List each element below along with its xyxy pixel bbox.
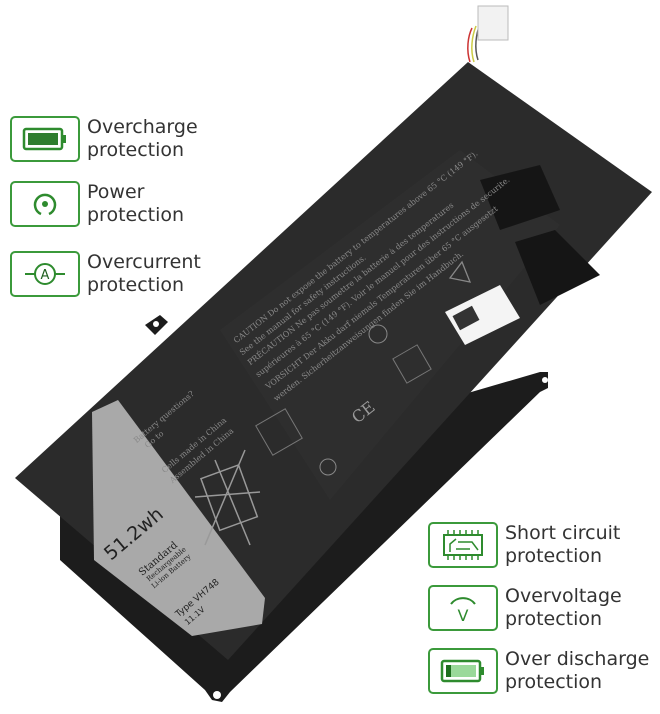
circuit-board-icon (428, 522, 498, 568)
barcode-sticker (445, 285, 520, 345)
feature-title: Overcurrent (87, 251, 201, 273)
feature-subtitle: protection (505, 545, 603, 567)
feature-subtitle: protection (87, 204, 185, 226)
feature-subtitle: protection (505, 608, 603, 630)
battery-full-icon (10, 116, 80, 162)
ammeter-icon: A (10, 251, 80, 297)
recycle-5-icon (319, 458, 337, 476)
warning-icon (448, 260, 472, 283)
feature-title: Overvoltage (505, 585, 622, 607)
feature-title: Overcharge (87, 116, 198, 138)
svg-text:A: A (41, 268, 50, 283)
connector (467, 5, 509, 63)
power-icon (10, 181, 80, 227)
weee-icon (194, 449, 261, 546)
feature-title: Power (87, 181, 145, 203)
svg-text:V: V (458, 606, 469, 624)
feature-title: Short circuit (505, 522, 621, 544)
feature-subtitle: protection (87, 274, 185, 296)
feature-title: Over discharge (505, 648, 650, 670)
ul-icon (368, 324, 388, 344)
recycle-icon (255, 408, 303, 456)
feature-subtitle: protection (505, 671, 603, 693)
voltmeter-icon: V (428, 585, 498, 631)
cert-icon (392, 344, 432, 384)
battery-low-icon (428, 648, 498, 694)
feature-subtitle: protection (87, 139, 185, 161)
battery-label (92, 400, 265, 636)
